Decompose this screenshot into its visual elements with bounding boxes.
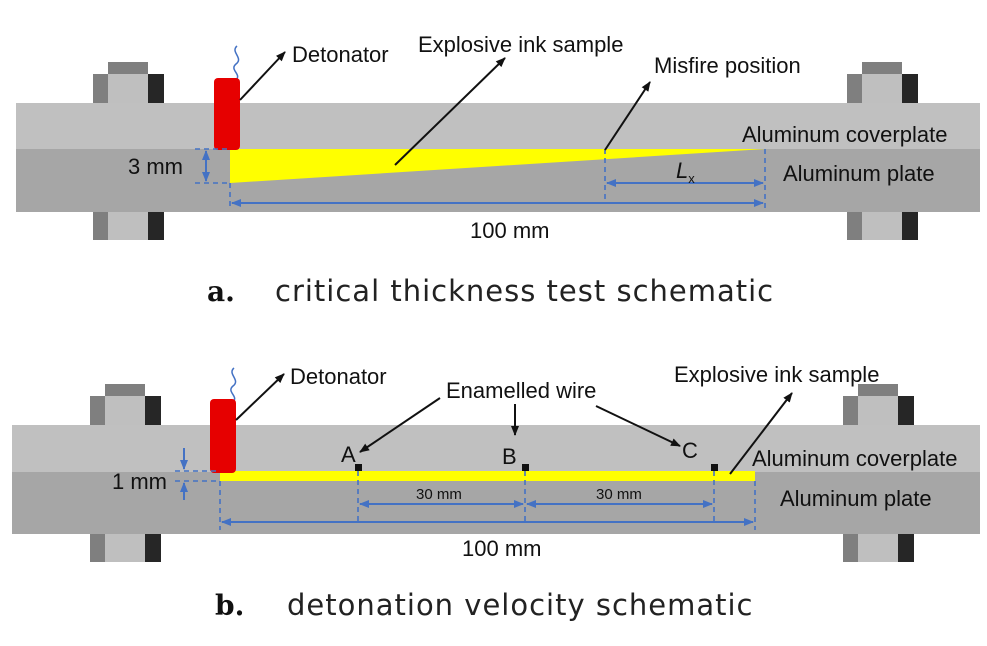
coverplate-label-a: Aluminum coverplate [742,122,947,147]
explosive-label-a: Explosive ink sample [418,32,623,57]
bolt-bottom-right-b [843,534,914,562]
detonator-label-a: Detonator [292,42,389,67]
point-c-label: C [682,438,698,463]
explosive-label-b: Explosive ink sample [674,362,879,387]
bolt-bottom-left [93,212,164,240]
coverplate-label-b: Aluminum coverplate [752,446,957,471]
probe-a [355,464,362,471]
length-label-b: 100 mm [462,536,541,561]
detonator-wire-b [230,367,237,403]
caption-letter-b: b. [215,589,244,622]
caption-text-b: detonation velocity schematic [287,588,754,622]
panel-b: A B C 1 mm 30 mm 30 mm 100 mm Detonator … [12,362,980,622]
bolt-top-left-b [90,384,161,426]
detonator-a [214,78,240,150]
thickness-label-b: 1 mm [112,469,167,494]
bolt-bottom-left-b [90,534,161,562]
bolt-top-right [847,62,918,104]
length-label-a: 100 mm [470,218,549,243]
detonator-wire-a [233,45,240,81]
point-b-label: B [502,444,517,469]
caption-text-a: critical thickness test schematic [275,274,774,308]
thickness-label-a: 3 mm [128,154,183,179]
gap-label-1: 30 mm [416,486,462,503]
bolt-top-right-b [843,384,914,426]
panel-a: 3 mm 100 mm Lx Detonator Explosive ink s… [16,32,980,308]
gap-label-2: 30 mm [596,486,642,503]
point-a-label: A [341,442,356,467]
detonator-label-b: Detonator [290,364,387,389]
detonator-b [210,399,236,473]
explosive-strip [220,471,755,481]
coverplate-a [16,103,980,149]
plate-label-b: Aluminum plate [780,486,932,511]
bolt-top-left [93,62,164,104]
misfire-label: Misfire position [654,53,801,78]
explosive-wedge [230,149,765,183]
probe-c [711,464,718,471]
caption-letter-a: a. [207,275,235,308]
lx-label: Lx [676,158,695,186]
bolt-bottom-right [847,212,918,240]
plate-label-a: Aluminum plate [783,161,935,186]
wire-label: Enamelled wire [446,378,596,403]
coverplate-b [12,425,980,472]
probe-b [522,464,529,471]
